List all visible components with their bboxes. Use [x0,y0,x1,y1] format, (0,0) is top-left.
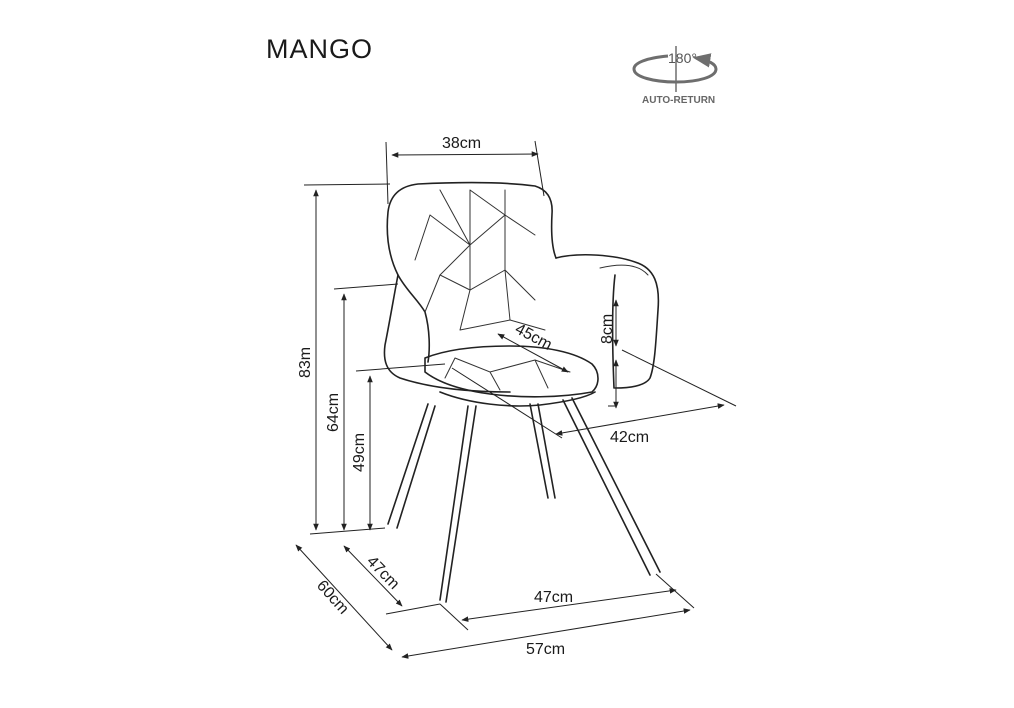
dim-leg-width: 47cm [461,573,695,622]
rotation-degrees: 180° [668,50,697,66]
dim-backrest-width: 38cm [385,135,545,205]
label-total-depth: 60cm [313,577,352,617]
rotation-icon [632,46,718,92]
dim-total-height: 83m [297,183,391,531]
dim-seat-width: 42cm [451,349,737,446]
label-backrest-width: 38cm [442,135,481,152]
label-seat-depth: 45cm [512,321,555,354]
dim-seat-height: 49cm [351,363,446,531]
auto-return-badge: 180° AUTO-RETURN [632,46,718,106]
label-leg-depth: 47cm [363,553,402,593]
label-armrest-height: 64cm [325,393,342,432]
auto-return-label: AUTO-RETURN [642,95,715,106]
label-total-height: 83m [297,347,314,378]
label-seat-width: 42cm [610,429,649,446]
label-seat-height: 49cm [351,433,368,472]
product-title: MANGO [266,34,373,64]
label-leg-width: 47cm [534,589,573,606]
dim-total-width: 57cm [401,603,691,659]
dim-armrest-height: 64cm [325,283,399,531]
label-armrest-pad: 8cm [599,314,616,344]
dim-leg-depth: 47cm [343,545,441,615]
label-total-width: 57cm [526,641,565,658]
chair-illustration [383,181,661,603]
